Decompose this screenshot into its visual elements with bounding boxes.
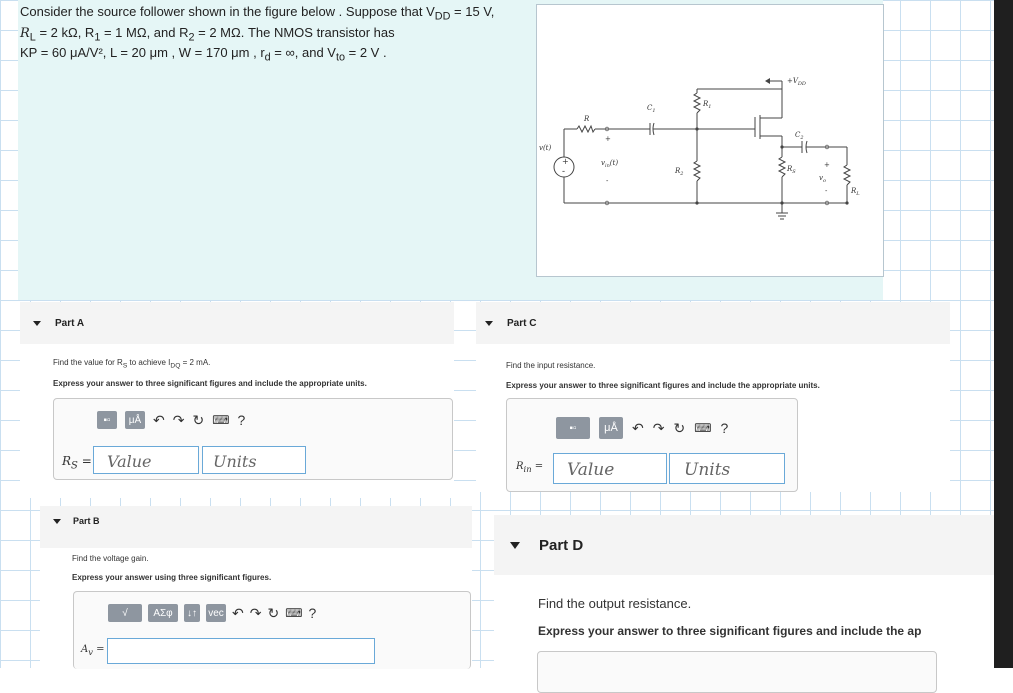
part-c-answer-box: ▪▫ μÅ ↶ ↷ ↻ ⌨ ? Rin = Value Units (506, 398, 798, 492)
keyboard-icon[interactable]: ⌨ (285, 606, 303, 620)
greek-symbols-button[interactable]: ΑΣφ (148, 604, 178, 622)
part-c-instruction: Express your answer to three significant… (506, 381, 820, 390)
circuit-figure: + - v(t) R + vin(t) - C1 R1 R2 +VDD C2 R… (536, 4, 884, 277)
av-input[interactable] (107, 638, 375, 664)
keyboard-icon[interactable]: ⌨ (694, 421, 712, 435)
undo-icon[interactable]: ↶ (632, 419, 644, 436)
undo-icon[interactable]: ↶ (232, 604, 244, 621)
problem-line-3: KP = 60 μA/V², L = 20 μm , W = 170 μm , … (20, 45, 387, 64)
part-d-question: Find the output resistance. (538, 596, 692, 611)
undo-icon[interactable]: ↶ (153, 411, 165, 428)
template-icon[interactable]: ▪▫ (97, 411, 117, 429)
caret-down-icon (485, 321, 493, 326)
rs-field-label: RS = (62, 454, 92, 472)
resistor-r-label: R (583, 115, 590, 123)
part-b-header[interactable]: Part B (40, 506, 472, 548)
part-a-panel: Part A Find the value for RS to achieve … (20, 302, 454, 498)
template-icon[interactable]: ▪▫ (556, 417, 590, 439)
redo-icon[interactable]: ↷ (172, 411, 185, 428)
part-c-toolbar: ▪▫ μÅ ↶ ↷ ↻ ⌨ ? (556, 417, 728, 439)
rin-units-input[interactable]: Units (669, 453, 785, 484)
reset-icon[interactable]: ↻ (192, 411, 205, 428)
template-icon[interactable]: √ (108, 604, 142, 622)
part-b-panel: Part B Find the voltage gain. Express yo… (40, 506, 472, 669)
part-a-title: Part A (55, 318, 85, 329)
reset-icon[interactable]: ↻ (267, 604, 280, 621)
circuit-diagram: + - v(t) R + vin(t) - C1 R1 R2 +VDD C2 R… (539, 77, 860, 220)
part-d-panel: Part D Find the output resistance. Expre… (494, 515, 994, 693)
vo-label: vo (819, 174, 826, 184)
part-b-instruction: Express your answer using three signific… (72, 573, 272, 582)
part-c-panel: Part C Find the input resistance. Expres… (476, 302, 950, 492)
r2-label: R2 (674, 167, 683, 177)
part-a-toolbar: ▪▫ μÅ ↶ ↷ ↻ ⌨ ? (97, 411, 245, 429)
part-d-title: Part D (539, 537, 584, 554)
rin-field-label: Rin = (516, 461, 544, 474)
part-c-header[interactable]: Part C (476, 302, 950, 344)
source-plus-sign: + (562, 157, 569, 166)
rs-units-input[interactable]: Units (202, 446, 306, 474)
part-a-instruction: Express your answer to three significant… (53, 379, 367, 388)
vin-plus-sign: + (605, 135, 611, 143)
units-button[interactable]: μÅ (599, 417, 623, 439)
vector-button[interactable]: vec (206, 604, 226, 622)
vo-minus-sign: - (825, 187, 828, 195)
caret-down-icon (510, 542, 520, 549)
part-d-answer-box (537, 651, 937, 693)
part-a-header[interactable]: Part A (20, 302, 454, 344)
part-b-title: Part B (73, 516, 100, 526)
rin-value-input[interactable]: Value (553, 453, 667, 484)
rs-label: RS (786, 165, 796, 175)
rs-value-input[interactable]: Value (93, 446, 199, 474)
vin-label: vin(t) (601, 159, 618, 169)
part-a-question: Find the value for RS to achieve IDQ = 2… (53, 358, 211, 370)
redo-icon[interactable]: ↷ (652, 419, 665, 436)
problem-line-2: RL = 2 kΩ, R1 = 1 MΩ, and R2 = 2 MΩ. The… (20, 24, 395, 44)
part-b-answer-box: √ ΑΣφ ↓↑ vec ↶ ↷ ↻ ⌨ ? Av = (73, 591, 471, 669)
caret-down-icon (33, 321, 41, 326)
part-b-toolbar: √ ΑΣφ ↓↑ vec ↶ ↷ ↻ ⌨ ? (108, 604, 316, 622)
rl-label: RL (850, 187, 860, 197)
problem-line-1: Consider the source follower shown in th… (20, 4, 495, 23)
part-c-title: Part C (507, 318, 537, 329)
c1-label: C1 (647, 104, 656, 114)
help-icon[interactable]: ? (720, 420, 729, 436)
av-field-label: Av = (81, 644, 105, 657)
part-a-answer-box: ▪▫ μÅ ↶ ↷ ↻ ⌨ ? RS = Value Units (53, 398, 453, 480)
vo-plus-sign: + (824, 161, 830, 169)
part-d-instruction: Express your answer to three significant… (538, 624, 922, 638)
c2-label: C2 (795, 131, 804, 141)
help-icon[interactable]: ? (308, 605, 317, 621)
sub-superscript-button[interactable]: ↓↑ (184, 604, 200, 622)
part-b-question: Find the voltage gain. (72, 554, 149, 563)
caret-down-icon (53, 519, 61, 524)
vin-minus-sign: - (606, 177, 609, 185)
source-minus-sign: - (562, 167, 565, 177)
units-button[interactable]: μÅ (125, 411, 145, 429)
r1-label: R1 (702, 100, 711, 110)
part-d-header[interactable]: Part D (494, 515, 994, 575)
part-c-question: Find the input resistance. (506, 361, 596, 370)
help-icon[interactable]: ? (237, 412, 246, 428)
problem-statement: Consider the source follower shown in th… (20, 4, 540, 66)
scrollbar[interactable] (994, 0, 1013, 668)
reset-icon[interactable]: ↻ (673, 419, 686, 436)
keyboard-icon[interactable]: ⌨ (212, 413, 230, 427)
source-voltage-label: v(t) (539, 144, 551, 152)
problem-panel: Consider the source follower shown in th… (18, 0, 884, 300)
redo-icon[interactable]: ↷ (249, 604, 262, 621)
vdd-label: +VDD (787, 77, 806, 87)
